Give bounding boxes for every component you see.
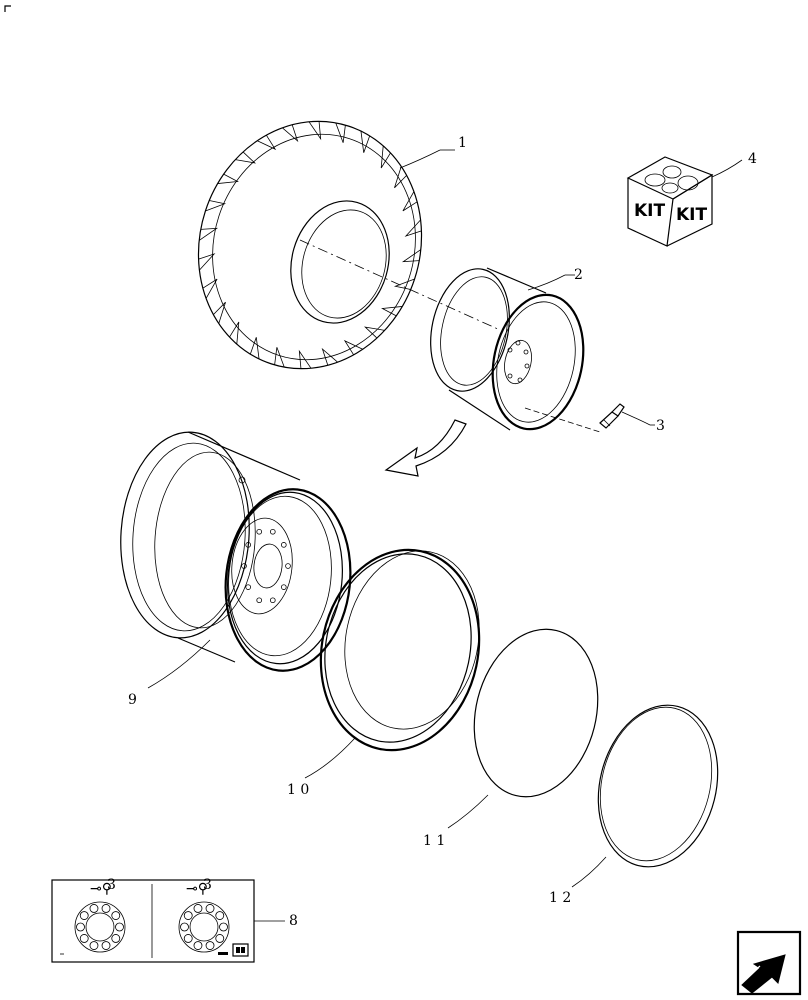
bolt-mark [193, 904, 203, 913]
bolt-mark [205, 941, 215, 950]
tread-lug [343, 339, 363, 356]
tread-lug [213, 301, 226, 324]
torque-step-right: 3 [203, 877, 212, 893]
tread-lug [394, 166, 407, 189]
bolt-mark [76, 922, 85, 932]
seal-part-11[interactable] [457, 616, 615, 810]
tread-lug [321, 347, 338, 366]
bolt-mark [101, 904, 111, 913]
callout-2: 2 [574, 267, 583, 283]
callout-12: 1 2 [549, 890, 571, 906]
lug-hole [256, 528, 263, 535]
tread-lug [198, 253, 216, 271]
tread-lug [229, 321, 240, 345]
manual-book-icon [232, 943, 249, 957]
kit-label-right: KIT [676, 205, 707, 225]
bolt-mark [205, 904, 215, 913]
wrench-icon: ⊸⚲ [90, 881, 112, 897]
tread-lug [381, 306, 403, 317]
tread-lug [363, 326, 385, 339]
callout-1: 1 [458, 135, 467, 151]
bolt-mark [101, 941, 111, 950]
lock-ring-part-12[interactable] [582, 692, 734, 879]
tread-lug [202, 278, 218, 299]
corner-mark [4, 5, 11, 12]
ring-part-10[interactable] [303, 535, 498, 765]
bolt-mark [79, 934, 89, 943]
tread-lug [217, 173, 239, 184]
callout-11: 1 1 [423, 833, 445, 849]
wheel-assembly-part-9[interactable] [114, 428, 359, 677]
lug-hole [269, 528, 276, 535]
lug-hole [256, 597, 263, 604]
tread-lug [380, 145, 391, 169]
bolt-mark [89, 904, 99, 913]
tread-lug [249, 337, 260, 359]
tread-lug [393, 278, 415, 290]
lug-hole [241, 563, 247, 569]
tread-lug [308, 121, 322, 141]
lug-hole [245, 542, 252, 548]
bolt-mark [111, 934, 121, 943]
lug-hole [280, 584, 287, 590]
tread-lug [298, 349, 312, 369]
lug-hole [245, 584, 252, 590]
bolt-mark [89, 941, 99, 950]
kit-box-part-4[interactable]: KIT KIT [626, 156, 714, 247]
tread-lug [401, 249, 422, 263]
assembly-arrow [384, 419, 467, 477]
lug-hole [280, 542, 287, 548]
valve-part-3[interactable] [524, 403, 625, 433]
callout-8: 8 [289, 913, 298, 929]
lug-hole [269, 597, 276, 604]
bolt-mark [111, 911, 121, 920]
wrench-icon-right: ⊸⚲ [186, 881, 208, 897]
callout-10: 1 0 [287, 782, 309, 798]
bolt-mark [183, 934, 193, 943]
callout-4: 4 [748, 151, 757, 167]
bolt-mark [219, 922, 228, 932]
tread-lug [235, 151, 257, 164]
tread-lug [402, 191, 418, 212]
callout-3: 3 [656, 418, 665, 434]
tread-lug [282, 124, 299, 143]
callout-9: 9 [128, 692, 137, 708]
torque-step-left: 3 [107, 877, 116, 893]
bolt-mark [215, 911, 225, 920]
axis-line [299, 239, 501, 331]
torque-card-part-8[interactable]: ⊸⚲ 3 ⊸⚲ 3 [51, 877, 255, 963]
tread-lug [335, 122, 346, 143]
bolt-mark [183, 911, 193, 920]
kit-label-left: KIT [634, 201, 665, 221]
next-page-arrow-icon[interactable] [736, 930, 802, 996]
tread-lug [205, 200, 227, 212]
bolt-mark [193, 941, 203, 950]
bolt-mark [180, 922, 189, 932]
tread-lug [274, 347, 285, 368]
tread-lug [257, 134, 277, 151]
bolt-mark [79, 911, 89, 920]
tread-lug [404, 219, 422, 237]
rim-part-2[interactable] [420, 261, 595, 437]
tread-lug [360, 131, 371, 153]
tread-lug [198, 227, 219, 241]
tyre-part-1[interactable] [167, 92, 453, 398]
bolt-mark [115, 922, 124, 932]
bolt-mark [215, 934, 225, 943]
lug-hole [285, 563, 291, 569]
